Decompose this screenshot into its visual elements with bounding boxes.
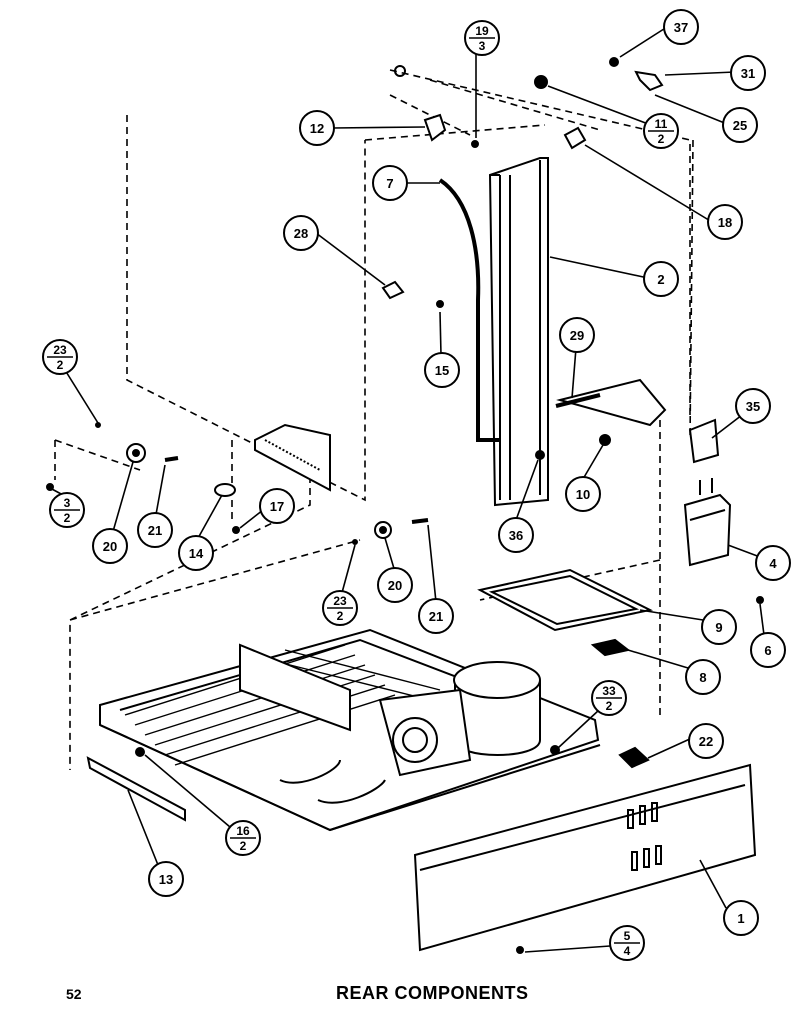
compressor-part (378, 661, 541, 777)
callout-23-2[interactable]: 23 2 (42, 339, 78, 375)
svg-text:29: 29 (570, 328, 584, 343)
callout-10[interactable]: 10 (565, 476, 601, 512)
callout-33-2[interactable]: 33 2 (591, 680, 627, 716)
relay-part (683, 418, 732, 567)
callout-20[interactable]: 20 (377, 567, 413, 603)
bracket-part (556, 378, 667, 427)
svg-text:2: 2 (337, 609, 344, 623)
svg-text:11: 11 (655, 117, 668, 131)
svg-text:19: 19 (475, 24, 489, 38)
callout-21[interactable]: 21 (137, 512, 173, 548)
svg-text:3: 3 (64, 496, 71, 510)
callout-9[interactable]: 9 (701, 609, 737, 645)
svg-text:2: 2 (64, 511, 71, 525)
svg-text:2: 2 (240, 839, 247, 853)
svg-text:20: 20 (103, 539, 117, 554)
callout-6[interactable]: 6 (750, 632, 786, 668)
callout-28[interactable]: 28 (283, 215, 319, 251)
hardware-parts (46, 57, 764, 954)
callout-37[interactable]: 37 (663, 9, 699, 45)
callout-5-4[interactable]: 5 4 (609, 925, 645, 961)
air-duct-part (488, 157, 549, 507)
svg-text:21: 21 (429, 609, 443, 624)
cover-bracket-part (254, 423, 331, 492)
tray-part (477, 568, 654, 632)
svg-text:28: 28 (294, 226, 308, 241)
svg-text:6: 6 (764, 643, 771, 658)
svg-text:10: 10 (576, 487, 590, 502)
callout-14[interactable]: 14 (178, 535, 214, 571)
callout-15[interactable]: 15 (424, 352, 460, 388)
callout-36[interactable]: 36 (498, 517, 534, 553)
bottom-bracket-part (86, 756, 186, 822)
svg-text:20: 20 (388, 578, 402, 593)
callout-20[interactable]: 20 (92, 528, 128, 564)
callout-3-2[interactable]: 3 2 (49, 492, 85, 528)
callout-11-2[interactable]: 11 2 (643, 113, 679, 149)
callout-19-3[interactable]: 19 3 (464, 20, 500, 56)
callout-31[interactable]: 31 (730, 55, 766, 91)
svg-text:5: 5 (624, 929, 631, 943)
svg-text:7: 7 (386, 176, 393, 191)
svg-text:25: 25 (733, 118, 747, 133)
svg-text:9: 9 (715, 620, 722, 635)
svg-text:23: 23 (53, 343, 67, 357)
svg-text:2: 2 (57, 358, 64, 372)
svg-text:35: 35 (746, 399, 760, 414)
svg-text:8: 8 (699, 670, 706, 685)
svg-text:14: 14 (189, 546, 204, 561)
svg-text:2: 2 (606, 699, 613, 713)
svg-text:4: 4 (624, 944, 631, 958)
callout-23-2[interactable]: 23 2 (322, 590, 358, 626)
svg-text:22: 22 (699, 734, 713, 749)
callout-25[interactable]: 25 (722, 107, 758, 143)
callout-29[interactable]: 29 (559, 317, 595, 353)
svg-text:3: 3 (479, 39, 486, 53)
pad-part (590, 638, 631, 657)
callout-18[interactable]: 18 (707, 204, 743, 240)
callout-4[interactable]: 4 (755, 545, 791, 581)
svg-text:12: 12 (310, 121, 324, 136)
tube-part (438, 178, 500, 442)
svg-text:23: 23 (333, 594, 347, 608)
svg-text:31: 31 (741, 66, 755, 81)
svg-text:18: 18 (718, 215, 732, 230)
svg-text:1: 1 (737, 911, 744, 926)
callout-7[interactable]: 7 (372, 165, 408, 201)
svg-text:4: 4 (769, 556, 777, 571)
page-title: REAR COMPONENTS (336, 983, 529, 1003)
callout-12[interactable]: 12 (299, 110, 335, 146)
svg-text:17: 17 (270, 499, 284, 514)
svg-text:21: 21 (148, 523, 162, 538)
svg-text:13: 13 (159, 872, 173, 887)
callout-22[interactable]: 22 (688, 723, 724, 759)
callout-2[interactable]: 2 (643, 261, 679, 297)
callout-35[interactable]: 35 (735, 388, 771, 424)
svg-text:2: 2 (657, 272, 664, 287)
leader-lines (49, 26, 765, 953)
callout-16-2[interactable]: 16 2 (225, 820, 261, 856)
svg-text:36: 36 (509, 528, 523, 543)
callout-1[interactable]: 1 (723, 900, 759, 936)
svg-text:16: 16 (236, 824, 250, 838)
rear-panel-part (413, 763, 757, 952)
callout-13[interactable]: 13 (148, 861, 184, 897)
svg-text:33: 33 (602, 684, 616, 698)
page-number: 52 (66, 986, 82, 1002)
svg-text:2: 2 (658, 132, 665, 146)
svg-text:15: 15 (435, 363, 449, 378)
svg-text:37: 37 (674, 20, 688, 35)
callout-21[interactable]: 21 (418, 598, 454, 634)
callout-17[interactable]: 17 (259, 488, 295, 524)
callout-8[interactable]: 8 (685, 659, 721, 695)
